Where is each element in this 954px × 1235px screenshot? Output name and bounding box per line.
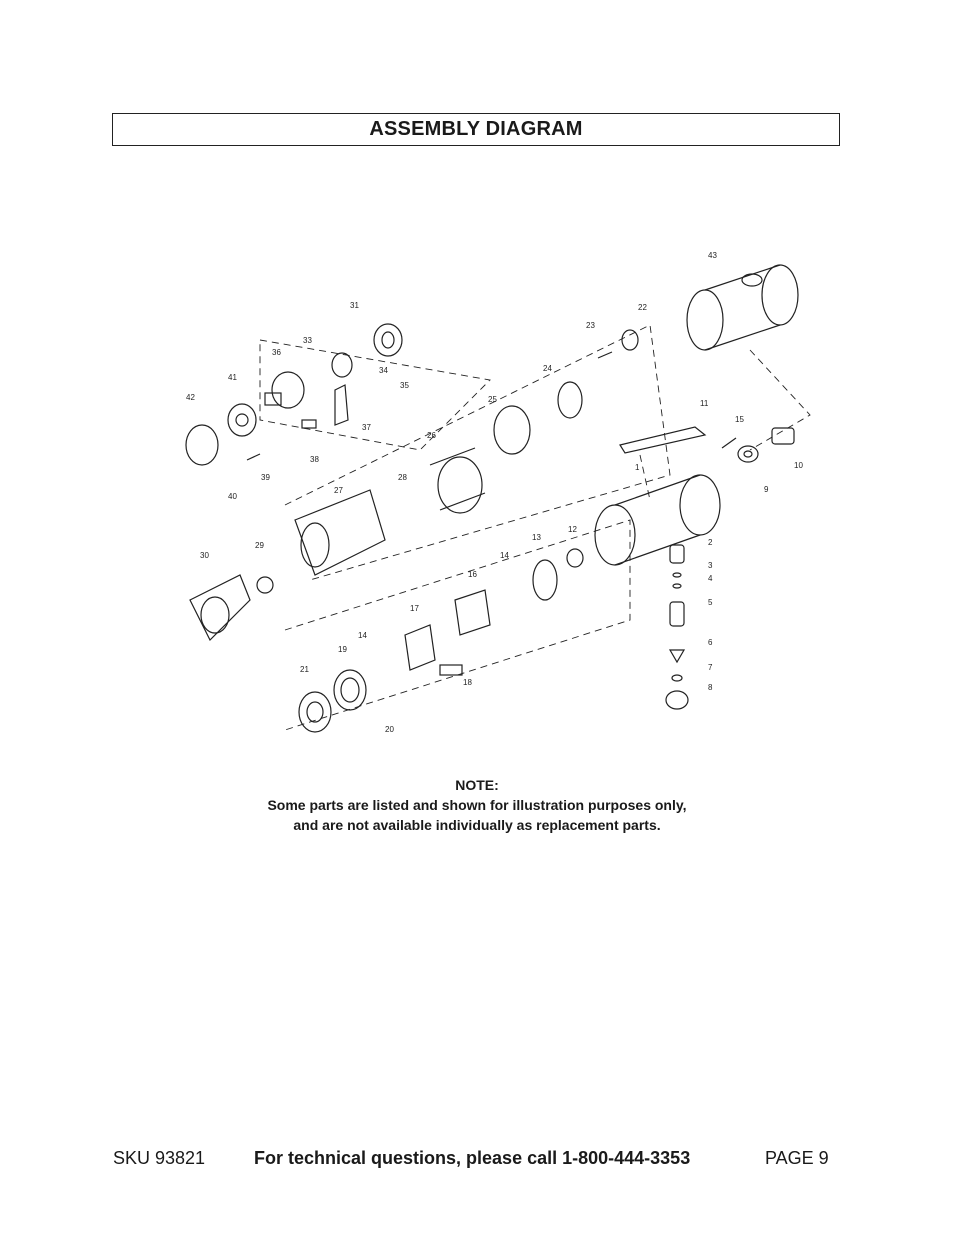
ratchet-mechanism-parts bbox=[185, 323, 403, 466]
note-block: NOTE: Some parts are listed and shown fo… bbox=[177, 775, 777, 835]
part-label: 25 bbox=[488, 395, 497, 404]
throttle-lever-part bbox=[619, 426, 707, 454]
section-title-box: ASSEMBLY DIAGRAM bbox=[112, 113, 840, 146]
part-label: 7 bbox=[708, 663, 713, 672]
part-label: 12 bbox=[568, 525, 577, 534]
part-label: 37 bbox=[362, 423, 371, 432]
note-heading: NOTE: bbox=[455, 777, 499, 793]
part-label: 28 bbox=[398, 473, 407, 482]
part-label: 22 bbox=[638, 303, 647, 312]
part-label: 42 bbox=[186, 393, 195, 402]
part-label: 18 bbox=[463, 678, 472, 687]
part-label: 8 bbox=[708, 683, 713, 692]
note-line-2: and are not available individually as re… bbox=[293, 817, 661, 833]
part-label: 43 bbox=[708, 251, 717, 260]
part-label: 40 bbox=[228, 492, 237, 501]
valve-parts bbox=[665, 544, 689, 710]
part-label: 4 bbox=[708, 574, 713, 583]
assembly-diagram: 1 2 3 4 5 6 7 8 9 10 11 12 13 14 14 15 1… bbox=[150, 240, 830, 750]
bearing-parts bbox=[298, 669, 367, 733]
part-label: 31 bbox=[350, 301, 359, 310]
part-label: 6 bbox=[708, 638, 713, 647]
part-label: 35 bbox=[400, 381, 409, 390]
part-label: 24 bbox=[543, 364, 552, 373]
page-title: ASSEMBLY DIAGRAM bbox=[369, 118, 583, 140]
part-label: 23 bbox=[586, 321, 595, 330]
part-label: 34 bbox=[379, 366, 388, 375]
ratchet-head-parts bbox=[189, 447, 486, 642]
rotor-parts bbox=[404, 548, 584, 676]
part-label: 14 bbox=[358, 631, 367, 640]
part-label: 3 bbox=[708, 561, 713, 570]
assembly-guide-lines bbox=[259, 324, 811, 731]
part-label: 29 bbox=[255, 541, 264, 550]
part-label: 16 bbox=[468, 570, 477, 579]
part-label: 33 bbox=[303, 336, 312, 345]
part-label: 21 bbox=[300, 665, 309, 674]
motor-housing-part bbox=[594, 474, 721, 566]
air-inlet-part bbox=[721, 427, 795, 463]
part-label: 2 bbox=[708, 538, 713, 547]
part-label: 36 bbox=[272, 348, 281, 357]
part-label: 30 bbox=[200, 551, 209, 560]
part-label: 41 bbox=[228, 373, 237, 382]
part-label: 13 bbox=[532, 533, 541, 542]
part-label: 1 bbox=[635, 463, 640, 472]
footer-page-number: PAGE 9 bbox=[765, 1148, 829, 1168]
part-label: 14 bbox=[500, 551, 509, 560]
note-line-1: Some parts are listed and shown for illu… bbox=[267, 797, 687, 813]
needle-bearing-parts bbox=[493, 329, 639, 455]
part-label: 15 bbox=[735, 415, 744, 424]
part-label: 20 bbox=[385, 725, 394, 734]
part-label: 38 bbox=[310, 455, 319, 464]
part-label: 39 bbox=[261, 473, 270, 482]
part-label: 27 bbox=[334, 486, 343, 495]
footer-sku: SKU 93821 bbox=[113, 1148, 206, 1168]
part-label: 26 bbox=[427, 431, 436, 440]
part-label: 10 bbox=[794, 461, 803, 470]
housing-cover-part bbox=[686, 264, 799, 351]
part-label: 11 bbox=[700, 399, 709, 408]
part-label: 5 bbox=[708, 598, 713, 607]
part-label: 19 bbox=[338, 645, 347, 654]
footer-tech-support: For technical questions, please call 1-8… bbox=[254, 1148, 691, 1168]
part-number-labels: 1 2 3 4 5 6 7 8 9 10 11 12 13 14 14 15 1… bbox=[186, 251, 803, 734]
part-label: 17 bbox=[410, 604, 419, 613]
page-footer: SKU 93821 For technical questions, pleas… bbox=[0, 1148, 954, 1170]
part-label: 9 bbox=[764, 485, 769, 494]
